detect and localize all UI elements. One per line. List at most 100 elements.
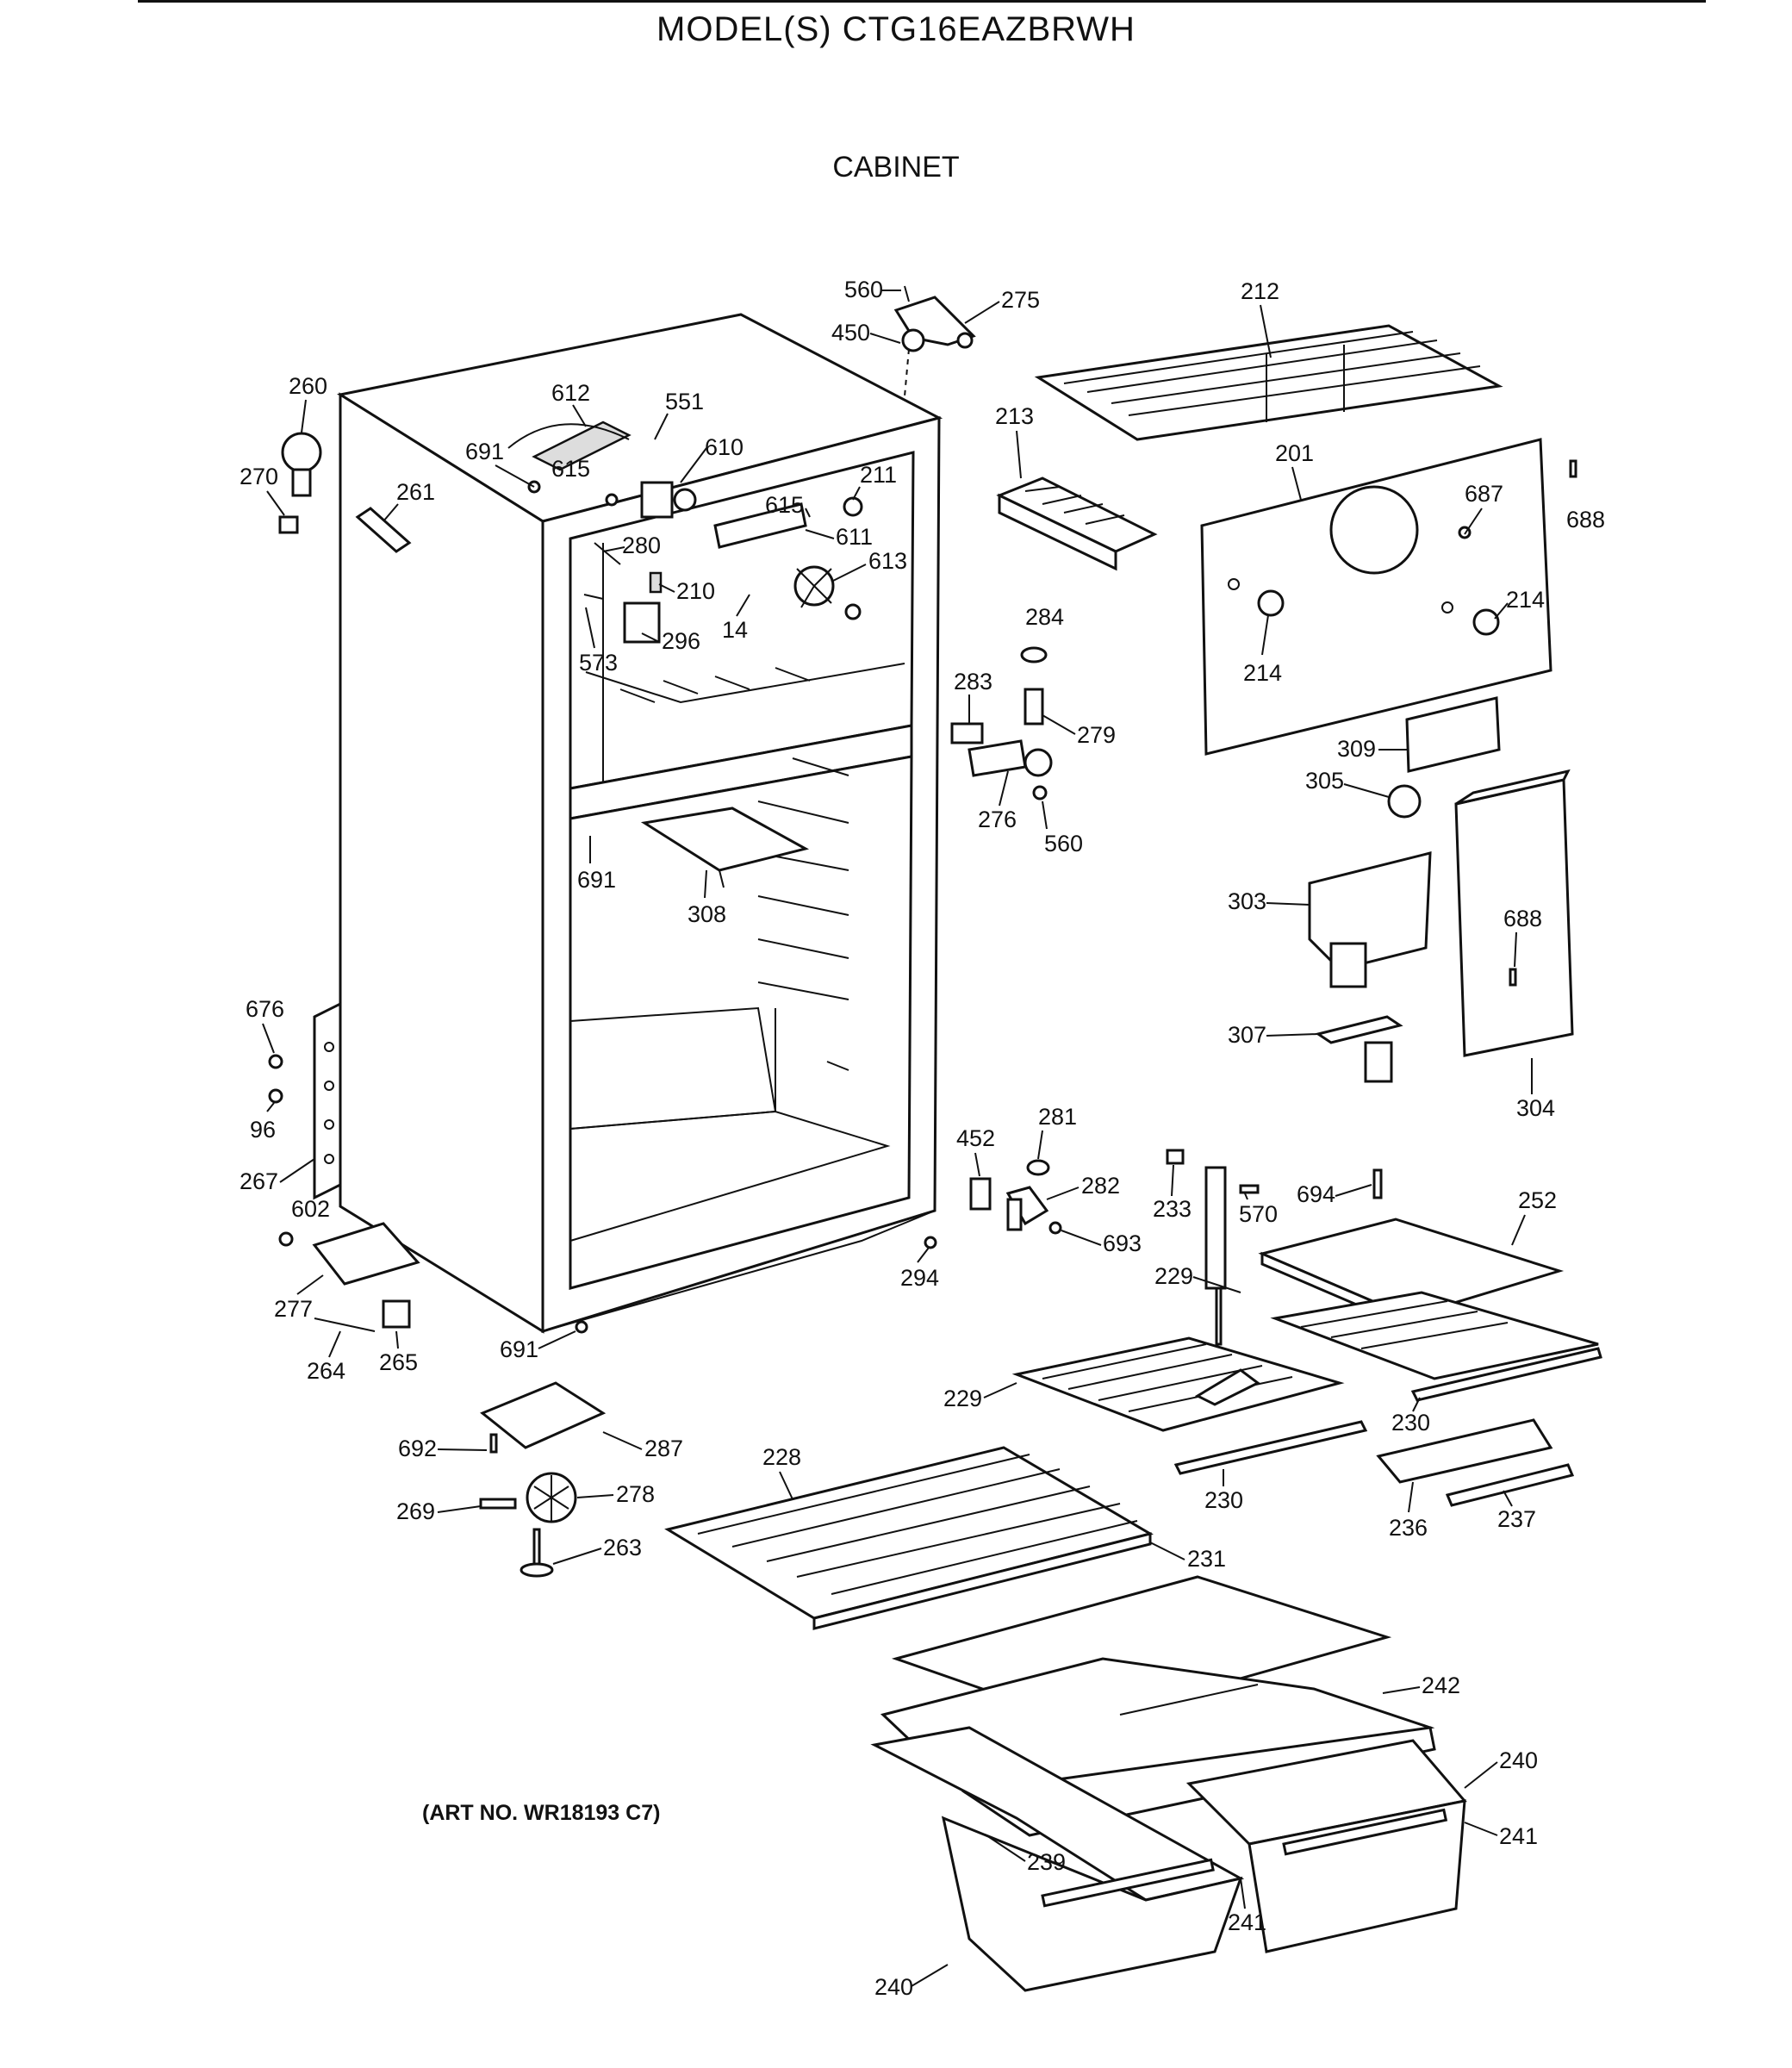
callout-label: 236 <box>1389 1515 1428 1541</box>
callout-label: 281 <box>1038 1104 1077 1130</box>
callout-label: 612 <box>551 380 590 406</box>
callout-label: 212 <box>1241 278 1279 304</box>
lower-front-parts <box>479 1381 607 1578</box>
callout-label: 14 <box>722 617 748 643</box>
callout-label: 210 <box>676 578 715 604</box>
callout-label: 282 <box>1081 1173 1120 1199</box>
callout-label: 551 <box>665 389 704 414</box>
fan-assembly <box>507 420 863 644</box>
callout-label: 241 <box>1499 1823 1538 1849</box>
callout-label: 570 <box>1239 1201 1278 1227</box>
callout-label: 240 <box>874 1974 913 2000</box>
freezer-shelf-212 <box>1034 324 1503 441</box>
callout-label: 693 <box>1103 1230 1142 1256</box>
callout-label: 304 <box>1516 1095 1555 1121</box>
section-title: CABINET <box>832 151 960 184</box>
callout-label: 229 <box>943 1386 982 1411</box>
shelf-308 <box>640 807 810 872</box>
center-hinge <box>950 646 1053 800</box>
callout-label: 276 <box>978 807 1017 832</box>
callout-label: 450 <box>831 320 870 346</box>
callout-label: 452 <box>956 1125 995 1151</box>
callout-label: 287 <box>644 1436 683 1461</box>
callout-label: 283 <box>954 669 992 695</box>
callout-label: 279 <box>1077 722 1116 748</box>
callout-label: 214 <box>1243 660 1282 686</box>
air-duct-parts <box>1308 696 1574 1083</box>
callout-label: 694 <box>1297 1181 1335 1207</box>
callout-label: 308 <box>688 901 726 927</box>
callout-label: 267 <box>240 1168 278 1194</box>
callout-label: 615 <box>765 492 804 518</box>
callout-label: 214 <box>1506 587 1545 613</box>
callout-label: 611 <box>836 524 873 550</box>
callout-label: 560 <box>844 277 883 302</box>
callout-label: 615 <box>551 456 590 482</box>
callout-label: 303 <box>1228 888 1266 914</box>
callout-label: 233 <box>1153 1196 1192 1222</box>
callout-label: 264 <box>307 1358 345 1384</box>
cabinet-side-parts <box>278 432 412 553</box>
left-hinge-parts <box>268 1001 937 1334</box>
callout-label: 688 <box>1566 507 1605 533</box>
callout-label: 691 <box>465 439 504 464</box>
callout-label: 211 <box>860 462 897 488</box>
callout-label: 284 <box>1025 604 1064 630</box>
top-hinge <box>893 285 976 397</box>
callout-label: 294 <box>900 1265 939 1291</box>
top-rule <box>138 0 1706 3</box>
callout-label: 96 <box>250 1117 276 1143</box>
callout-label: 688 <box>1503 906 1542 931</box>
wire-shelves <box>1011 1291 1602 1475</box>
callout-label: 228 <box>762 1444 801 1470</box>
callout-label: 229 <box>1154 1263 1193 1289</box>
rear-panel-201 <box>1200 438 1552 756</box>
callout-label: 309 <box>1337 736 1376 762</box>
callout-label: 277 <box>274 1296 313 1322</box>
callout-label: 602 <box>291 1196 330 1222</box>
callout-label: 231 <box>1187 1546 1226 1572</box>
callout-label: 275 <box>1001 287 1040 313</box>
callout-label: 237 <box>1497 1506 1536 1532</box>
screw-688 <box>1569 459 1577 478</box>
callout-label: 265 <box>379 1349 418 1375</box>
wire-shelf-228 <box>664 1446 1154 1630</box>
callout-label: 691 <box>500 1336 538 1362</box>
callout-label: 687 <box>1465 481 1503 507</box>
callout-labels: 560 275 450 212 260 612 551 610 691 615 … <box>240 277 1605 2000</box>
callout-label: 676 <box>246 996 284 1022</box>
callout-label: 230 <box>1204 1487 1243 1513</box>
callout-label: 269 <box>396 1498 435 1524</box>
crisper-assembly <box>870 1575 1467 1992</box>
callout-label: 242 <box>1422 1672 1460 1698</box>
callout-label: 261 <box>396 479 435 505</box>
callout-label: 239 <box>1027 1849 1066 1875</box>
callout-label: 613 <box>868 548 907 574</box>
callout-label: 610 <box>705 434 744 460</box>
callout-label: 240 <box>1499 1747 1538 1773</box>
callout-label: 230 <box>1391 1410 1430 1436</box>
callout-label: 213 <box>995 403 1034 429</box>
lower-hinge-parts <box>969 1159 1062 1235</box>
callout-label: 241 <box>1228 1909 1266 1935</box>
callout-label: 260 <box>289 373 327 399</box>
callout-label: 263 <box>603 1535 642 1560</box>
callout-label: 560 <box>1044 831 1083 856</box>
art-number: (ART NO. WR18193 C7) <box>422 1801 661 1825</box>
page-title: MODEL(S) CTG16EAZBRWH <box>656 10 1136 48</box>
callout-label: 307 <box>1228 1022 1266 1048</box>
callout-label: 201 <box>1275 440 1314 466</box>
callout-label: 280 <box>622 533 661 558</box>
ice-tray-213 <box>996 477 1158 571</box>
callout-label: 270 <box>240 464 278 489</box>
callout-label: 691 <box>577 867 616 893</box>
callout-label: 305 <box>1305 768 1344 794</box>
callout-label: 296 <box>662 628 700 654</box>
callout-label: 252 <box>1518 1187 1557 1213</box>
callout-label: 278 <box>616 1481 655 1507</box>
shelf-rail-parts <box>1166 1149 1383 1346</box>
drawer-parts <box>1376 1418 1575 1507</box>
callout-label: 573 <box>579 650 618 676</box>
